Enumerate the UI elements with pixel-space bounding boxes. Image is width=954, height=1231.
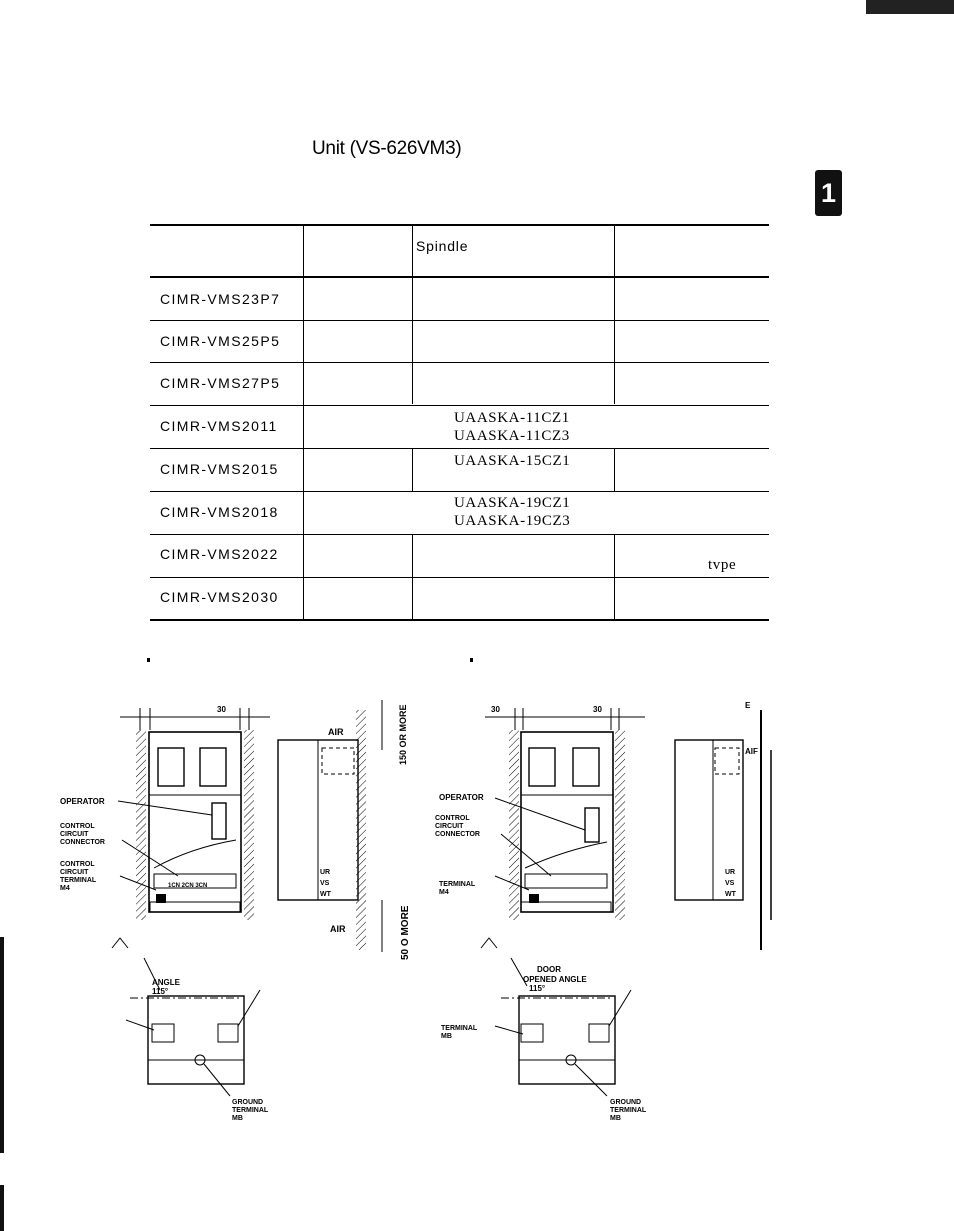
clearance-label: 50 O MORE — [400, 905, 411, 960]
dimension-label: 30 — [593, 705, 602, 714]
chapter-tab: 1 — [815, 170, 842, 216]
dimension-label: E — [745, 701, 751, 710]
ground-terminal-label: MB — [610, 1115, 621, 1122]
left-mounting-diagram: 30 1CN 2CN 3CN AIR AIR UR VS WT 150 OR M… — [60, 700, 411, 1122]
ground-terminal-label: TERMINAL — [610, 1107, 647, 1114]
wall-left — [509, 730, 519, 920]
connector-label: CIRCUIT — [60, 831, 89, 838]
terminal-label: TERMINAL — [439, 881, 476, 888]
wall-right — [244, 730, 254, 920]
terminal-mb-label: TERMINAL — [441, 1025, 478, 1032]
model-cell: CIMR-VMS25P5 — [160, 333, 281, 349]
operator-panel — [211, 802, 227, 840]
table-rule — [150, 619, 769, 621]
model-cell: CIMR-VMS23P7 — [160, 291, 281, 307]
terminal-codes: 1CN 2CN 3CN — [168, 883, 207, 889]
model-cell: CIMR-VMS27P5 — [160, 375, 281, 391]
right-mounting-diagram: 30 30 E AIF UR VS WT OPERATOR CONTROL CI… — [435, 701, 772, 1122]
operator-label: OPERATOR — [60, 797, 105, 806]
margin-bar — [0, 1185, 4, 1231]
air-label: AIR — [328, 727, 344, 737]
terminal-label: M4 — [439, 889, 449, 896]
terminal-mb-label: MB — [441, 1033, 452, 1040]
motor-cell: UAASKA-11CZ3 — [454, 428, 570, 444]
door-angle-label: DOOR — [537, 965, 561, 974]
wall-right — [615, 730, 625, 920]
table-column-rule — [614, 448, 615, 491]
door-angle-label: OPENED ANGLE — [523, 975, 587, 984]
table-column-rule — [412, 534, 413, 620]
side-label: UR — [725, 869, 735, 876]
corner-mark — [866, 0, 954, 14]
inverter-bottom-view: ANGLE 115° — [111, 937, 261, 1097]
table-rule — [150, 577, 769, 578]
inverter-front-view: 1CN 2CN 3CN — [148, 731, 242, 913]
ground-terminal-label: MB — [232, 1115, 243, 1122]
side-label: UR — [320, 869, 330, 876]
table-rule — [150, 224, 769, 226]
table-rule — [150, 534, 769, 535]
model-cell: CIMR-VMS2030 — [160, 589, 279, 605]
bullet — [147, 658, 150, 662]
ground-terminal-label: GROUND — [610, 1099, 641, 1106]
bullet — [470, 658, 473, 662]
table-column-rule — [303, 224, 304, 620]
motor-cell: UAASKA-15CZ1 — [454, 453, 571, 469]
dimension-30: 30 — [120, 705, 270, 730]
motor-cell: UAASKA-11CZ1 — [454, 410, 570, 426]
terminal-label: M4 — [60, 885, 70, 892]
air-label: AIR — [330, 924, 346, 934]
connector-label: CONNECTOR — [60, 839, 105, 846]
inverter-side-view: AIR AIR UR VS WT 150 OR MORE 50 O MORE — [277, 700, 411, 960]
model-cell: CIMR-VMS2022 — [160, 546, 279, 562]
ground-terminal-label: GROUND — [232, 1099, 263, 1106]
terminal-label: CIRCUIT — [60, 869, 89, 876]
side-label: VS — [320, 880, 330, 887]
side-label: VS — [725, 880, 735, 887]
dimension-label: 30 — [217, 705, 226, 714]
model-cell: CIMR-VMS2015 — [160, 461, 279, 477]
dimension-30: 30 30 — [485, 705, 645, 730]
table-column-rule — [412, 448, 413, 491]
angle-label: 115° — [152, 987, 168, 996]
inverter-front-view — [520, 731, 614, 913]
motor-cell: UAASKA-19CZ3 — [454, 513, 571, 529]
operator-label: OPERATOR — [439, 793, 484, 802]
ground-terminal-label: TERMINAL — [232, 1107, 269, 1114]
margin-bar — [0, 937, 4, 1117]
table-rule — [150, 448, 769, 449]
table-rule — [150, 405, 769, 406]
column-header-spindle: Spindle — [416, 238, 469, 254]
note-cell: tvpe — [708, 557, 737, 573]
dimension-label: 30 — [491, 705, 500, 714]
terminal-label: TERMINAL — [60, 877, 97, 884]
clearance-label: 150 OR MORE — [398, 704, 408, 765]
table-rule — [150, 320, 769, 321]
model-cell: CIMR-VMS2018 — [160, 504, 279, 520]
table-column-rule — [614, 224, 615, 404]
model-cell: CIMR-VMS2011 — [160, 418, 278, 434]
table-rule — [150, 491, 769, 492]
margin-bar — [0, 1113, 4, 1153]
table-rule — [150, 276, 769, 278]
connector-label: CONTROL — [435, 815, 470, 822]
table-rule — [150, 362, 769, 363]
side-label: WT — [320, 891, 332, 898]
table-column-rule — [614, 534, 615, 620]
door-angle-label: 115° — [529, 984, 545, 993]
air-label: AIF — [745, 747, 758, 756]
table-column-rule — [412, 224, 413, 404]
side-label: WT — [725, 891, 737, 898]
connector-label: CIRCUIT — [435, 823, 464, 830]
connector-label: CONTROL — [60, 823, 95, 830]
section-heading: Unit (VS-626VM3) — [312, 138, 462, 159]
angle-label: ANGLE — [152, 978, 181, 987]
motor-cell: UAASKA-19CZ1 — [454, 495, 571, 511]
wall-left — [136, 730, 146, 920]
inverter-side-view: E AIF UR VS WT — [674, 701, 772, 950]
terminal-label: CONTROL — [60, 861, 95, 868]
inverter-bottom-view: DOOR OPENED ANGLE 115° — [480, 937, 632, 1097]
operator-panel — [584, 807, 600, 843]
connector-label: CONNECTOR — [435, 831, 480, 838]
